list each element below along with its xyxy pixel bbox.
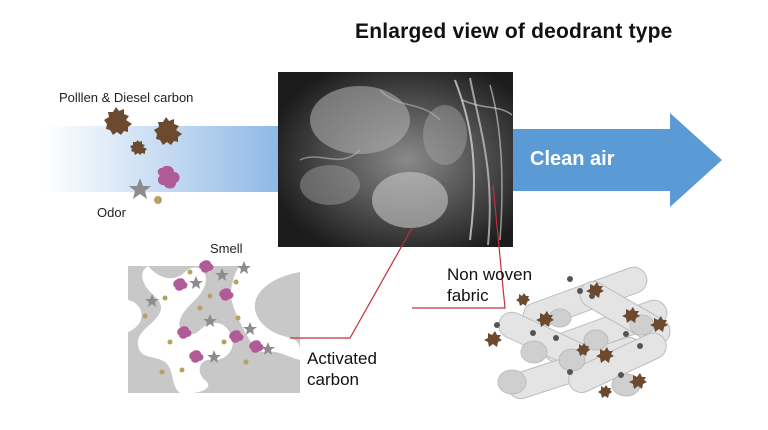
smell-dot	[197, 305, 203, 311]
trapped-particles	[484, 276, 668, 398]
smell-blob	[189, 350, 204, 363]
pollen-particle	[104, 107, 132, 135]
clean-air-arrow	[513, 113, 722, 207]
smell-dot	[187, 269, 193, 275]
trapped-pollen	[629, 373, 647, 389]
smell-dot	[235, 315, 241, 321]
trapped-dot	[637, 343, 643, 349]
trapped-pollen	[650, 316, 668, 332]
trapped-dot	[567, 369, 573, 375]
smell-dot	[221, 339, 227, 345]
smell-blob	[177, 326, 192, 339]
smell-star	[261, 342, 275, 355]
clean-air-label: Clean air	[530, 148, 615, 170]
page-title: Enlarged view of deodrant type	[355, 20, 673, 43]
smell-star	[189, 276, 203, 289]
smell-star	[237, 261, 251, 274]
smell-star	[203, 314, 217, 327]
trapped-dot	[623, 331, 629, 337]
trapped-dot	[577, 288, 583, 294]
activated-carbon-label: Activated carbon	[307, 348, 377, 390]
smell-blob	[173, 278, 188, 291]
activated-carbon-illustration	[128, 260, 300, 393]
smell-dot	[159, 369, 165, 375]
smell-dot	[207, 293, 213, 299]
pollen-label: Polllen & Diesel carbon	[59, 90, 194, 105]
smell-dot	[243, 359, 249, 365]
non-woven-label-line2: fabric	[447, 286, 489, 305]
sem-micrograph	[278, 72, 513, 247]
pollen-particle	[154, 117, 182, 145]
non-woven-label: Non woven fabric	[447, 264, 532, 306]
trapped-pollen	[484, 331, 502, 347]
trapped-dot	[553, 335, 559, 341]
smell-blob	[219, 288, 234, 301]
non-woven-label-line1: Non woven	[447, 265, 533, 284]
trapped-dot	[567, 276, 573, 282]
smell-dot	[142, 313, 148, 319]
smell-star	[145, 294, 159, 307]
smell-star	[243, 322, 257, 335]
smell-blob	[249, 340, 264, 353]
smell-star	[207, 350, 221, 363]
trapped-dot	[618, 372, 624, 378]
trapped-pollen	[598, 385, 612, 398]
trapped-dot	[589, 293, 595, 299]
trapped-pollen	[576, 343, 590, 356]
odor-dot	[154, 196, 162, 204]
pollen-particle	[130, 140, 147, 155]
trapped-dot	[494, 322, 500, 328]
activated-carbon-leader	[290, 227, 413, 339]
pollen-particles	[104, 107, 182, 155]
trapped-pollen	[596, 347, 614, 363]
activated-carbon-label-line2: carbon	[307, 370, 359, 389]
odor-label: Odor	[97, 205, 126, 220]
smell-dot	[167, 339, 173, 345]
smell-blob	[199, 260, 214, 273]
non-woven-leader	[412, 184, 506, 309]
trapped-pollen	[516, 293, 530, 306]
odor-star	[129, 178, 151, 199]
smell-star	[215, 268, 229, 281]
odor-blob	[157, 165, 180, 189]
smell-label: Smell	[210, 241, 243, 256]
activated-carbon-label-line1: Activated	[307, 349, 377, 368]
smell-dot	[233, 279, 239, 285]
trapped-pollen	[536, 311, 554, 327]
trapped-pollen	[622, 307, 640, 323]
smell-dot	[162, 295, 168, 301]
odor-particles	[129, 165, 180, 204]
smell-blob	[229, 330, 244, 343]
smell-dot	[179, 367, 185, 373]
trapped-dot	[530, 330, 536, 336]
